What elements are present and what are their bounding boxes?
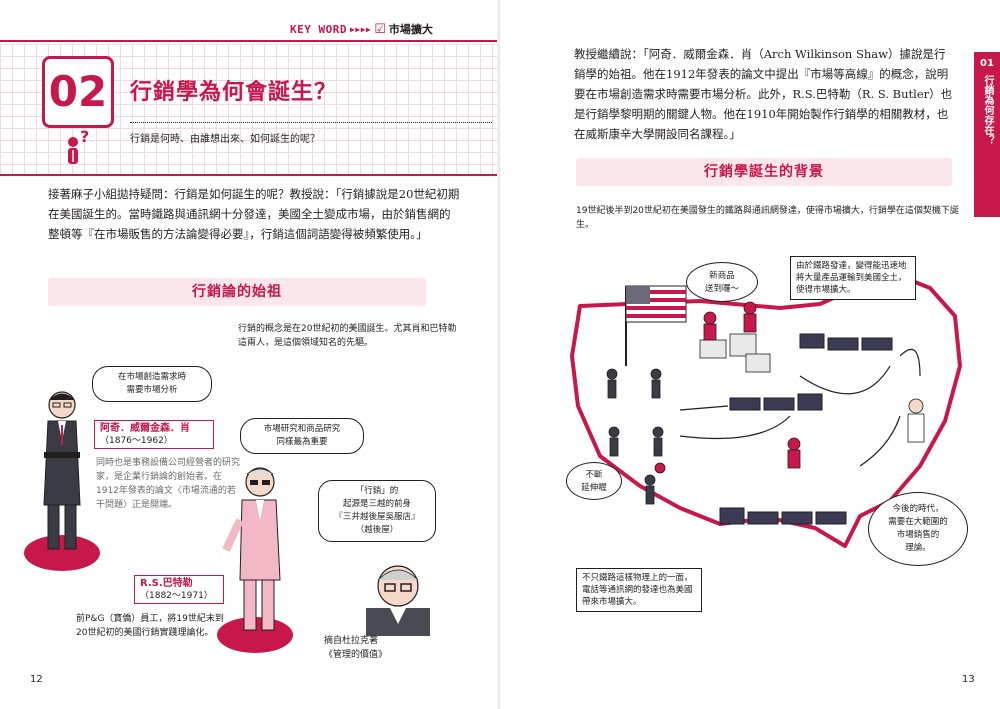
page-number-right: 13 (962, 674, 975, 685)
butler-name-tag: R.S.巴特勒 （1882～1971） (134, 575, 224, 604)
side-tab-number: 01 (980, 58, 994, 69)
shaw-name: 阿奇．威爾金森．肖 (100, 423, 190, 434)
butler-name: R.S.巴特勒 (140, 578, 193, 589)
chapter-number: 02 (48, 67, 108, 116)
shaw-figure-icon (20, 385, 100, 575)
butler-years: （1882～1971） (140, 591, 213, 601)
left-section-title: 行銷論的始祖 (48, 278, 426, 306)
drucker-speech-bubble: 「行銷」的 起源是三越的前身 『三井越後屋吳服店』 （越後屋） (318, 480, 436, 542)
svg-text:?: ? (80, 128, 89, 146)
chapter-subtitle: 行銷是何時、由誰想出來、如何誕生的呢？ (130, 134, 320, 145)
shaw-speech-bubble: 在市場創造需求時 需要市場分析 (92, 366, 212, 402)
thinking-figure-icon: ? (62, 127, 94, 168)
chapter-side-tab: 01 行銷為何存在？ (974, 52, 1000, 217)
checkbox-icon: ☑ (374, 21, 386, 37)
telephone-note: 不只鐵路這樣物理上的一面，電話等通訊網的發達也為美國帶來市場擴大。 (576, 568, 702, 612)
keyword-header: KEY WORD ▶▶▶▶ ☑ 市場擴大 (290, 20, 433, 38)
left-page: KEY WORD ▶▶▶▶ ☑ 市場擴大 02 ? 行銷學為何會誕生？ 行銷是何… (0, 20, 497, 685)
shaw-name-tag: 阿奇．威爾金森．肖 （1876～1962） (94, 420, 214, 449)
new-goods-bubble: 新商品 送到囉～ (686, 262, 758, 302)
left-intro-paragraph: 接著麻子小組拋持疑問：行銷是如何誕生的呢？教授說：「行銷據說是20世紀初期在美國… (48, 187, 460, 241)
right-section-caption: 19世紀後半到20世紀初在美國發生的鐵路與通訊網發達，使得市場擴大，行銷學在這個… (576, 206, 959, 230)
butler-description: 前P&G（寶僑）員工，將19世紀末到20世紀初的美國行銷實踐理論化。 (76, 614, 224, 638)
future-theory-bubble: 今後的時代， 需要在大範圍的 市場銷售的 理論。 (868, 492, 968, 566)
title-dotted-rule (130, 122, 492, 123)
right-page: 教授繼續說：「阿奇．威爾金森．肖（Arch Wilkinson Shaw）據說是… (500, 0, 1000, 709)
chapter-number-box: 02 (42, 56, 114, 128)
chapter-bottom-rule (0, 174, 497, 176)
butler-figure-icon (210, 460, 300, 660)
side-tab-text: 行銷為何存在？ (982, 75, 993, 145)
keyword-label: KEY WORD (290, 22, 347, 36)
header-rule (0, 40, 497, 42)
shaw-years: （1876～1962） (100, 436, 173, 446)
keyword-title: 市場擴大 (388, 23, 433, 36)
railway-note: 由於鐵路發達，變得能迅速地將大量產品運輸到美國全土，使得市場擴大。 (790, 256, 916, 300)
extending-bubble: 不斷 延伸喔 (566, 462, 622, 500)
right-section-title: 行銷學誕生的背景 (576, 158, 952, 186)
shaw-description: 同時也是事務設備公司經營者的研究家，是企業行銷論的創始者。在1912年發表的論文… (96, 458, 241, 510)
chapter-header: 02 ? 行銷學為何會誕生？ 行銷是何時、由誰想出來、如何誕生的呢？ (0, 44, 497, 174)
chapter-title: 行銷學為何會誕生？ (130, 80, 338, 105)
right-intro-paragraph: 教授繼續說：「阿奇．威爾金森．肖（Arch Wilkinson Shaw）據說是… (574, 47, 953, 141)
left-section-caption: 行銷的概念是在20世紀初的美國誕生。尤其肖和巴特勒這兩人，是這個領域知名的先驅。 (238, 324, 457, 348)
butler-speech-bubble: 市場研究和商品研究 同樣最為重要 (240, 418, 364, 454)
drucker-caption: 摘自杜拉克著 《管理的價值》 (324, 636, 388, 660)
page-number-left: 12 (30, 674, 43, 685)
drucker-portrait-icon (362, 556, 434, 636)
keyword-arrows-icon: ▶▶▶▶ (349, 24, 372, 34)
